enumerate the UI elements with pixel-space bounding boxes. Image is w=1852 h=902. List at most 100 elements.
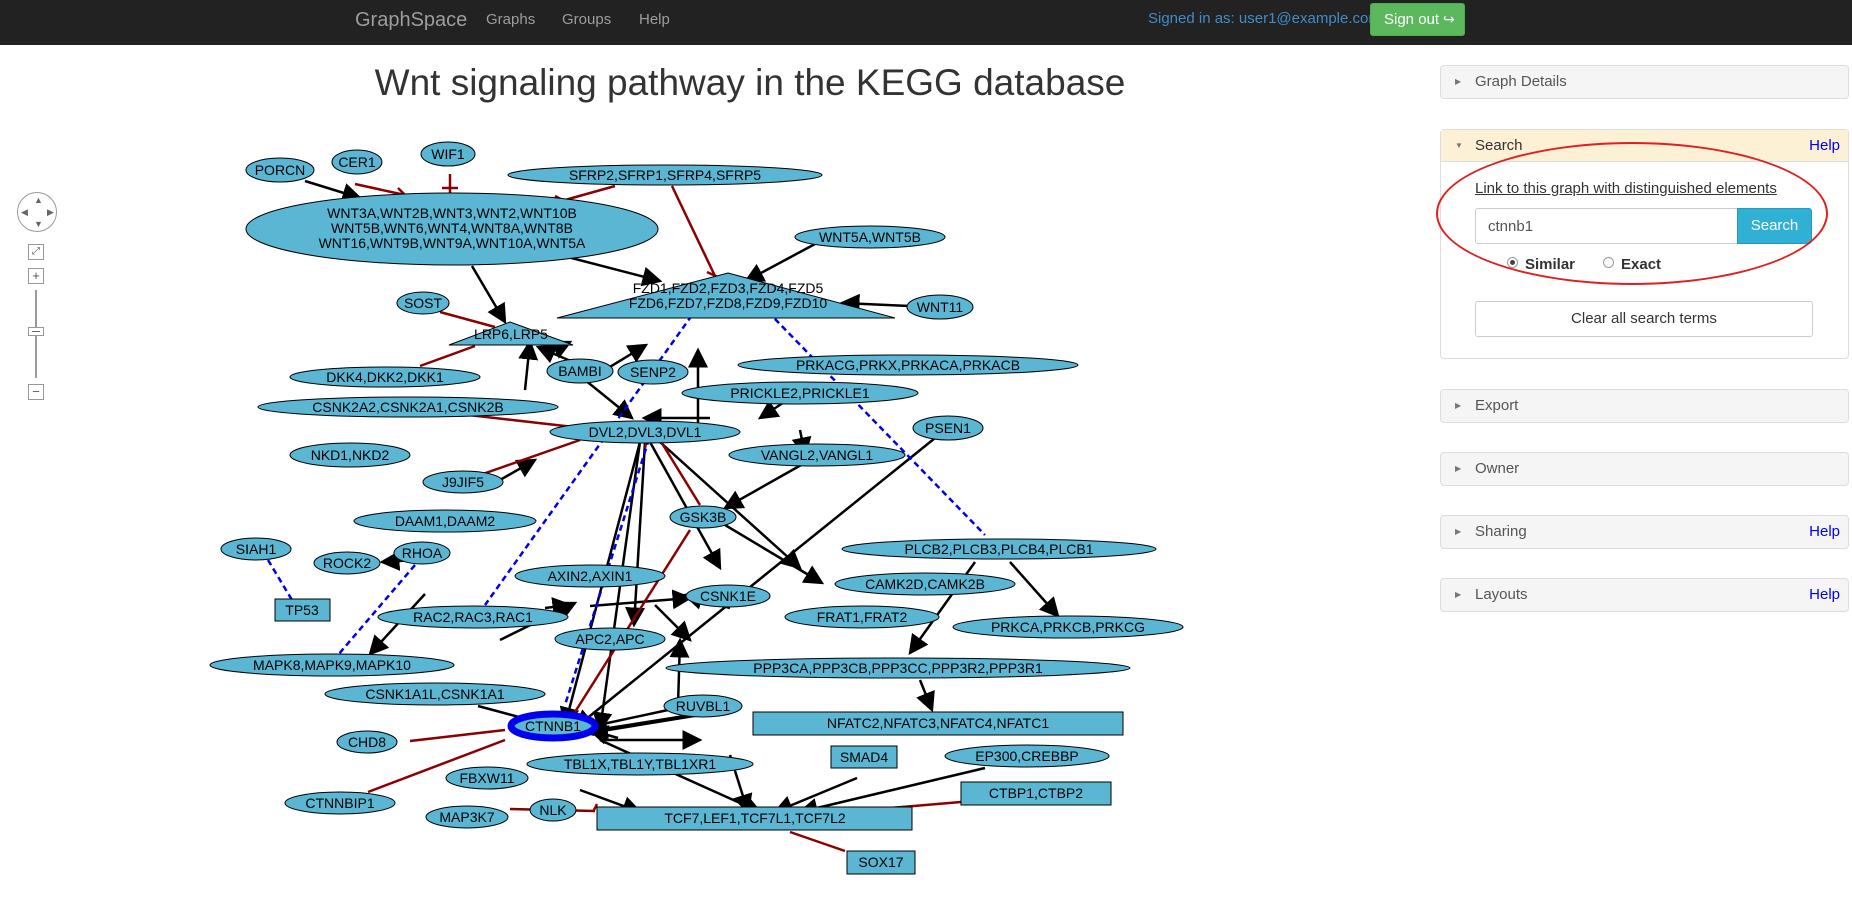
search-button[interactable]: Search [1737,208,1812,244]
pan-left-icon[interactable]: ◀ [21,207,28,217]
node-csnk2[interactable]: CSNK2A2,CSNK2A1,CSNK2B [257,396,559,418]
brand-logo[interactable]: GraphSpace [355,9,468,31]
node-prkc[interactable]: PRKCA,PRKCB,PRKCG [952,615,1184,639]
node-gsk3b[interactable]: GSK3B [669,505,737,529]
similar-option[interactable]: Similar [1507,256,1575,273]
sign-out-icon: ↪ [1443,11,1455,27]
graph-details-panel[interactable]: ▶ Graph Details [1440,65,1849,99]
node-prka[interactable]: PRKACG,PRKX,PRKACA,PRKACB [737,354,1079,376]
export-header[interactable]: ▶ Export [1441,390,1848,422]
node-wif1[interactable]: WIF1 [420,141,476,167]
clear-search-button[interactable]: Clear all search terms [1475,301,1813,337]
nav-groups[interactable]: Groups [562,11,612,28]
fit-view-icon[interactable]: ⤢ [28,244,44,260]
similar-radio[interactable] [1507,257,1518,268]
node-sox17[interactable]: SOX17 [846,850,916,875]
node-smad4[interactable]: SMAD4 [830,745,898,769]
node-tcf[interactable]: TCF7,LEF1,TCF7L1,TCF7L2 [596,806,913,831]
signed-in-user[interactable]: Signed in as: user1@example.com [1148,10,1381,27]
node-apc[interactable]: APC2,APC [554,627,666,651]
node-senp2[interactable]: SENP2 [617,359,689,385]
graph-details-header[interactable]: ▶ Graph Details [1441,66,1848,98]
node-wnt11[interactable]: WNT11 [906,294,974,320]
node-psen1[interactable]: PSEN1 [912,415,984,441]
owner-panel[interactable]: ▶ Owner [1440,452,1849,486]
sharing-help-link[interactable]: Help [1809,523,1840,540]
node-mapk[interactable]: MAPK8,MAPK9,MAPK10 [209,653,455,677]
node-ppp3[interactable]: PPP3CA,PPP3CB,PPP3CC,PPP3R2,PPP3R1 [665,657,1131,679]
node-ctbp[interactable]: CTBP1,CTBP2 [960,781,1112,806]
sharing-header[interactable]: ▶ Sharing Help [1441,516,1848,548]
zoom-out-icon[interactable]: − [28,384,44,400]
svg-text:PLCB2,PLCB3,PLCB4,PLCB1: PLCB2,PLCB3,PLCB4,PLCB1 [904,541,1093,557]
node-nkd[interactable]: NKD1,NKD2 [289,442,411,468]
sharing-panel[interactable]: ▶ Sharing Help [1440,515,1849,549]
node-camk2[interactable]: CAMK2D,CAMK2B [834,572,1016,596]
search-help-link[interactable]: Help [1809,137,1840,154]
zoom-in-icon[interactable]: + [28,268,44,284]
node-rock2[interactable]: ROCK2 [313,551,381,575]
node-prickle[interactable]: PRICKLE2,PRICKLE1 [681,381,919,405]
node-ctnnb1[interactable]: CTNNB1 [507,710,599,742]
node-fbxw11[interactable]: FBXW11 [445,766,529,790]
search-input[interactable] [1475,208,1737,244]
zoom-slider-handle[interactable] [28,327,44,336]
node-ep300[interactable]: EP300,CREBBP [944,744,1110,768]
pan-right-icon[interactable]: ▶ [47,207,54,217]
distinguished-elements-link[interactable]: Link to this graph with distinguished el… [1475,180,1777,197]
node-tbl1x[interactable]: TBL1X,TBL1Y,TBL1XR1 [526,752,754,776]
nav-graphs[interactable]: Graphs [486,11,536,28]
node-daam[interactable]: DAAM1,DAAM2 [353,509,537,533]
node-j9jif5[interactable]: J9JIF5 [422,470,504,494]
node-wnt5[interactable]: WNT5A,WNT5B [794,225,946,249]
node-map3k7[interactable]: MAP3K7 [425,805,509,829]
exact-radio[interactable] [1603,257,1614,268]
node-csnk1e[interactable]: CSNK1E [685,584,771,608]
svg-text:AXIN2,AXIN1: AXIN2,AXIN1 [548,568,633,584]
pan-control[interactable]: ▲ ▼ ◀ ▶ [17,192,57,232]
node-bambi[interactable]: BAMBI [546,358,614,384]
node-cer1[interactable]: CER1 [331,149,383,175]
node-sfrp[interactable]: SFRP2,SFRP1,SFRP4,SFRP5 [507,164,823,186]
node-fzd[interactable]: FZD1,FZD2,FZD3,FZD4,FZD5 FZD6,FZD7,FZD8,… [556,272,896,319]
node-siah1[interactable]: SIAH1 [220,537,292,561]
node-ruvbl1[interactable]: RUVBL1 [663,694,743,718]
node-nfatc[interactable]: NFATC2,NFATC3,NFATC4,NFATC1 [752,711,1124,736]
node-rhoa[interactable]: RHOA [393,541,451,565]
node-sost[interactable]: SOST [396,291,450,315]
node-tp53[interactable]: TP53 [274,598,331,622]
pan-up-icon[interactable]: ▲ [34,195,43,205]
node-vangl[interactable]: VANGL2,VANGL1 [728,443,906,467]
owner-header[interactable]: ▶ Owner [1441,453,1848,485]
export-panel[interactable]: ▶ Export [1440,389,1849,423]
layouts-header[interactable]: ▶ Layouts Help [1441,579,1848,611]
layouts-panel[interactable]: ▶ Layouts Help [1440,578,1849,612]
node-plcb[interactable]: PLCB2,PLCB3,PLCB4,PLCB1 [841,538,1157,560]
node-nlk[interactable]: NLK [529,798,577,822]
svg-text:CSNK1E: CSNK1E [700,588,756,604]
caret-right-icon: ▶ [1455,464,1462,473]
node-wnt[interactable]: WNT3A,WNT2B,WNT3,WNT2,WNT10B WNT5B,WNT6,… [245,192,659,266]
exact-option[interactable]: Exact [1603,256,1661,273]
svg-text:SMAD4: SMAD4 [840,749,888,765]
node-dvl[interactable]: DVL2,DVL3,DVL1 [549,420,741,444]
node-porcn[interactable]: PORCN [245,157,315,183]
sharing-title: Sharing [1475,523,1527,540]
node-csnk1a[interactable]: CSNK1A1L,CSNK1A1 [324,682,546,706]
sign-out-button[interactable]: Sign out↪ [1370,3,1465,36]
svg-text:RAC2,RAC3,RAC1: RAC2,RAC3,RAC1 [413,609,533,625]
nav-help[interactable]: Help [639,11,670,28]
svg-text:FBXW11: FBXW11 [460,770,515,786]
node-rac[interactable]: RAC2,RAC3,RAC1 [377,605,569,629]
node-chd8[interactable]: CHD8 [336,730,398,754]
node-ctnnbip1[interactable]: CTNNBIP1 [284,791,396,815]
graph-title: Wnt signaling pathway in the KEGG databa… [374,62,1126,103]
node-frat[interactable]: FRAT1,FRAT2 [784,605,940,629]
node-dkk[interactable]: DKK4,DKK2,DKK1 [289,366,481,388]
search-header[interactable]: ▼ Search Help [1441,130,1848,162]
graph-canvas[interactable]: PORCN CER1 WIF1 SFRP2,SFRP1,SFRP4,SFRP5 … [200,135,1200,890]
node-axin[interactable]: AXIN2,AXIN1 [514,564,666,588]
pan-down-icon[interactable]: ▼ [34,219,43,229]
layouts-help-link[interactable]: Help [1809,586,1840,603]
node-lrp[interactable]: LRP6,LRP5 [448,321,574,346]
